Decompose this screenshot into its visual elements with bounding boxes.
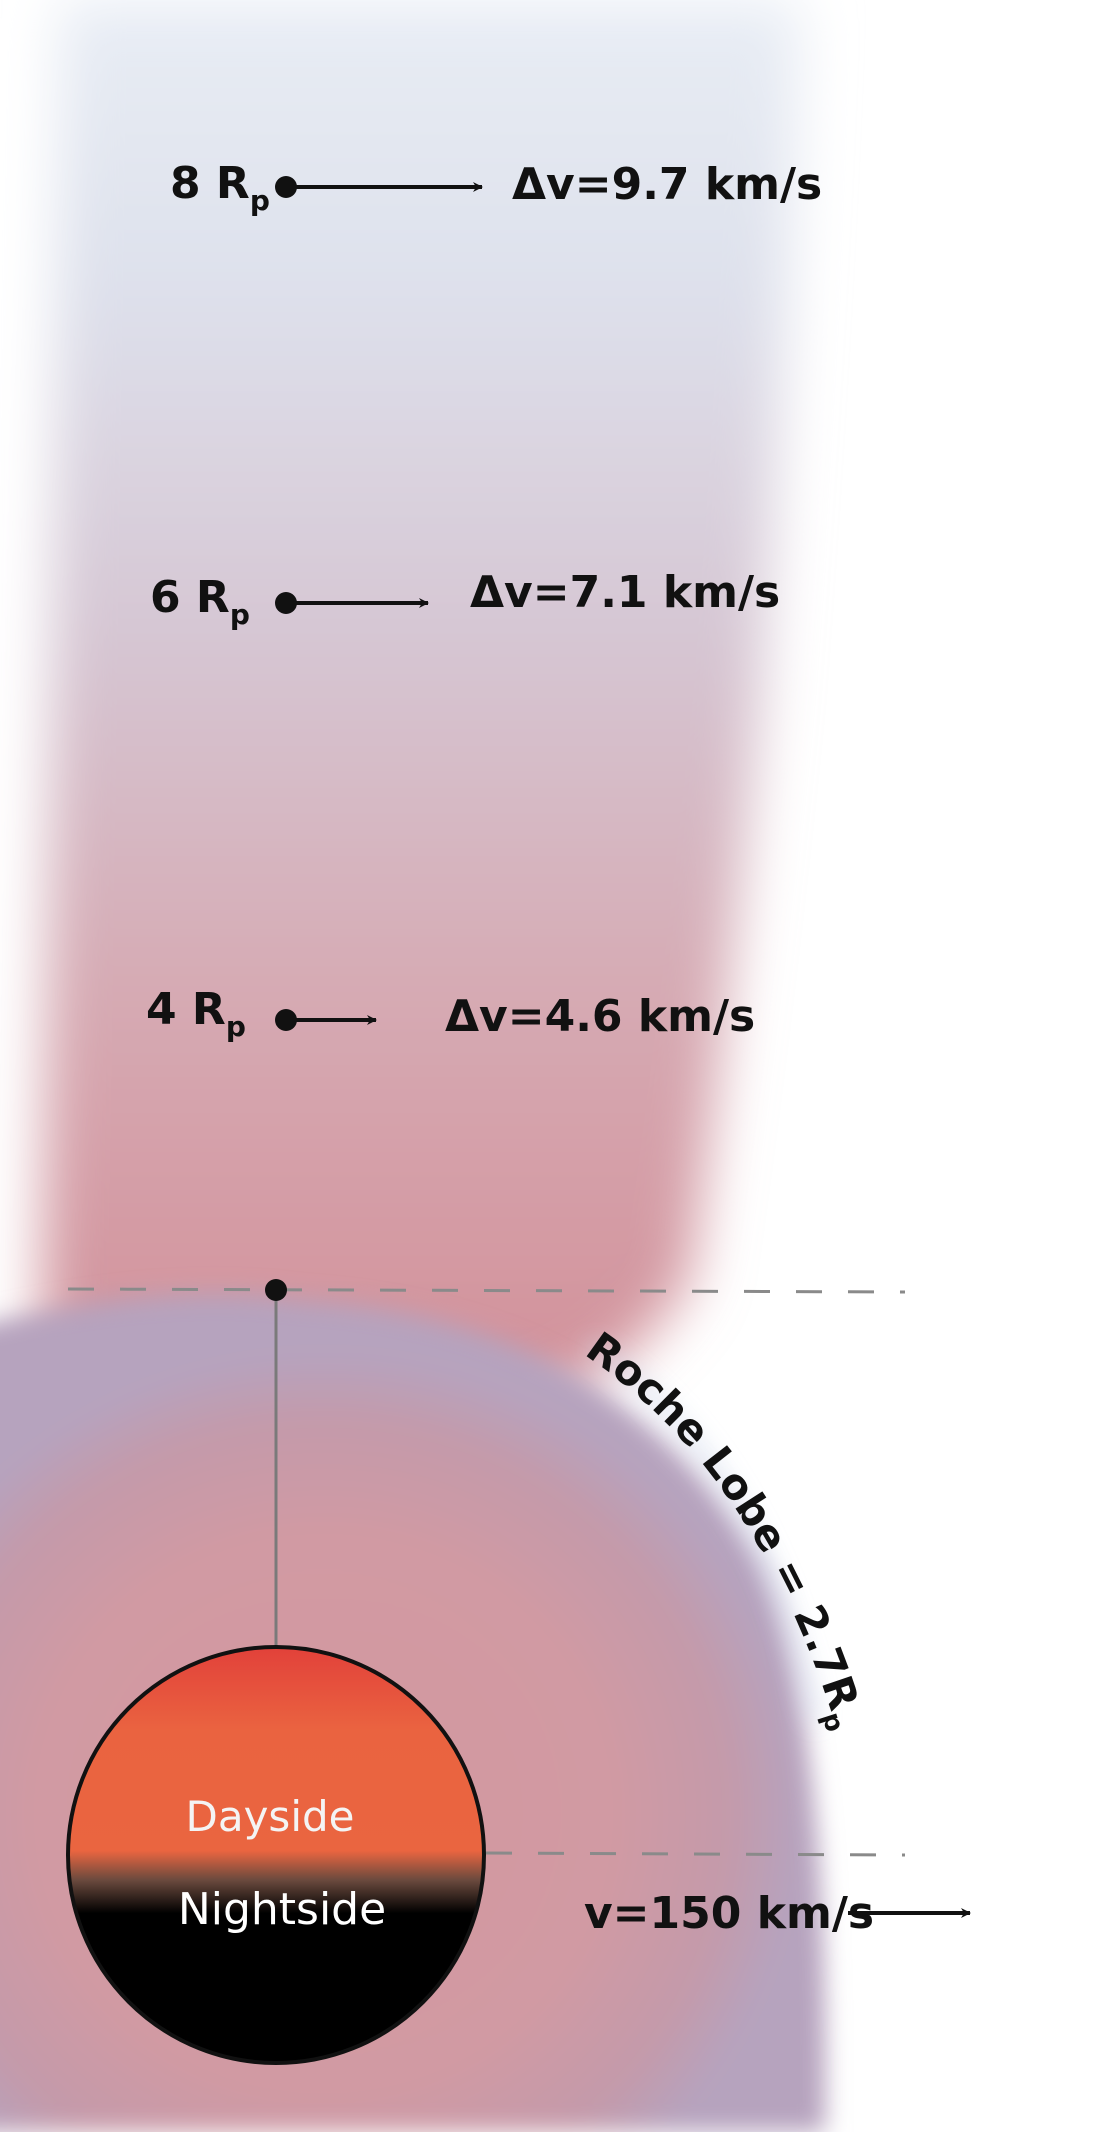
level-6rp: 6 Rp Δv=7.1 km/s <box>150 567 780 631</box>
orbital-velocity-label: v=150 km/s <box>584 1888 874 1939</box>
roche-top-dot <box>265 1279 287 1301</box>
level-8rp-label: 8 Rp <box>170 158 270 217</box>
level-8rp-dv: Δv=9.7 km/s <box>512 159 822 210</box>
planet-center-dashed-line <box>485 1851 906 1857</box>
level-4rp-label: 4 Rp <box>146 984 246 1043</box>
dayside-label: Dayside <box>186 1792 355 1841</box>
orbital-velocity: v=150 km/s <box>584 1888 971 1939</box>
level-4rp-dv: Δv=4.6 km/s <box>445 991 755 1042</box>
gas-tail <box>40 0 800 1420</box>
planet <box>66 1645 486 2065</box>
level-6rp-label: 6 Rp <box>150 572 250 631</box>
level-6rp-dv: Δv=7.1 km/s <box>470 567 780 618</box>
level-4rp: 4 Rp Δv=4.6 km/s <box>146 984 755 1043</box>
nightside-label: Nightside <box>178 1884 386 1935</box>
level-8rp: 8 Rp Δv=9.7 km/s <box>170 158 822 217</box>
roche-height-dashed-line <box>67 1287 906 1294</box>
